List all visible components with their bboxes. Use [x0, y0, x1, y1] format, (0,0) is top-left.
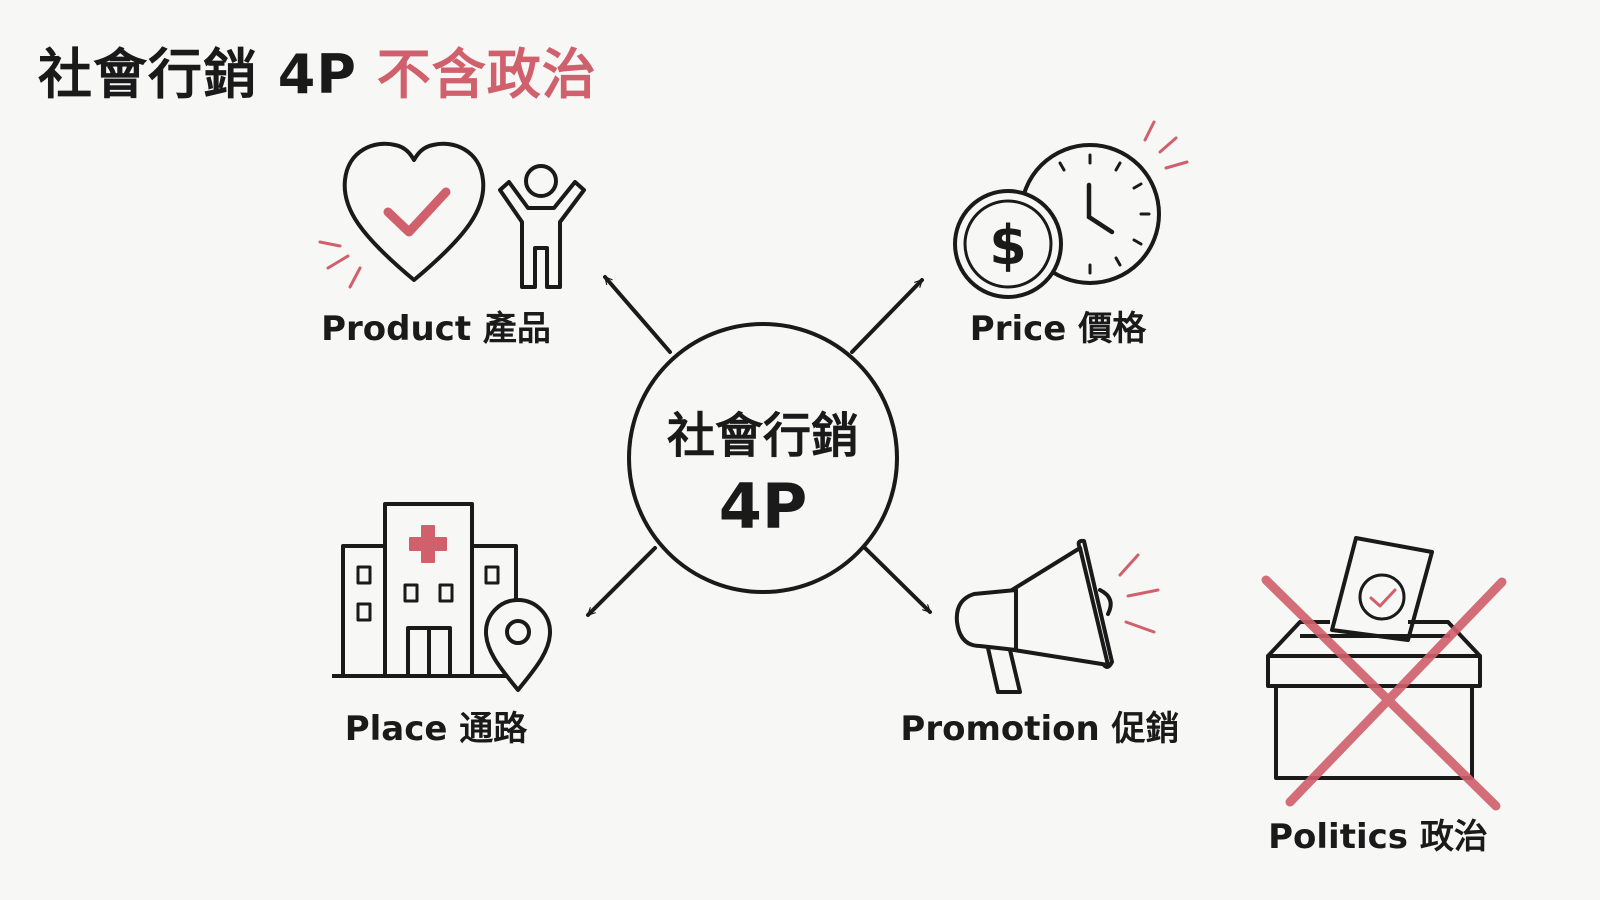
- product-label: Product 產品: [321, 309, 551, 349]
- place-node: Place 通路: [332, 502, 552, 749]
- center-node: 社會行銷 4P: [627, 322, 899, 594]
- price-label: Price 價格: [970, 309, 1147, 349]
- price-node: $ Price 價格: [953, 120, 1189, 349]
- product-node: Product 產品: [318, 141, 586, 349]
- arrow-place: [586, 546, 657, 617]
- page-title: 社會行銷 4P 不含政治: [38, 30, 597, 109]
- hospital-icon: [332, 502, 518, 678]
- clock-icon: [1019, 120, 1189, 285]
- arrow-price: [850, 278, 924, 354]
- place-label: Place 通路: [345, 709, 529, 749]
- cross-out-icon: [1261, 575, 1507, 811]
- politics-label: Politics 政治: [1268, 817, 1488, 857]
- center-label-line2: 4P: [719, 470, 808, 543]
- dollar-coin-icon: $: [953, 189, 1063, 299]
- center-label-line1: 社會行銷: [667, 408, 859, 464]
- map-pin-icon: [484, 598, 552, 692]
- svg-text:$: $: [989, 214, 1027, 277]
- ballot-box-icon: [1266, 536, 1482, 780]
- person-icon: [498, 164, 586, 289]
- arrow-promotion: [863, 546, 932, 614]
- heart-check-icon: [318, 141, 486, 289]
- title-accent: 不含政治: [376, 43, 597, 106]
- arrows: [586, 275, 932, 617]
- megaphone-icon: [954, 538, 1160, 694]
- arrow-product: [603, 275, 672, 354]
- promotion-node: Promotion 促銷: [900, 538, 1180, 749]
- promotion-label: Promotion 促銷: [900, 709, 1179, 749]
- politics-node: Politics 政治: [1261, 536, 1507, 857]
- title-main: 社會行銷 4P: [38, 43, 357, 106]
